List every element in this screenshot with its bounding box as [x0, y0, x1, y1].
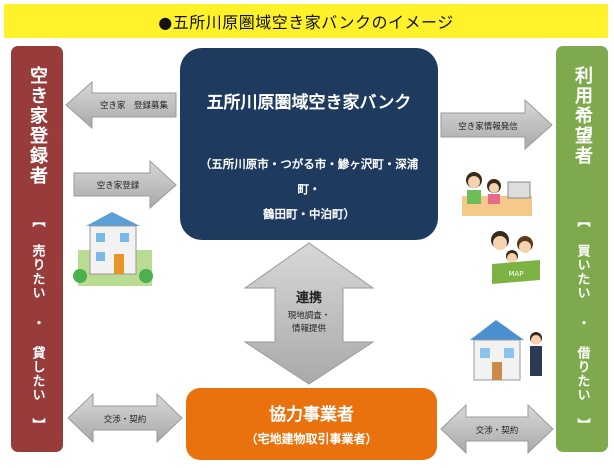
family-map-icon: MAP: [491, 231, 540, 284]
info-arrow-label: 空き家情報発信: [458, 121, 518, 132]
link-sub1: 現地調査・: [288, 310, 331, 321]
bank-box: 五所川原圏域空き家バンク （五所川原市・つがる市・鰺ヶ沢町・深浦町・ 鶴田町・中…: [180, 48, 438, 240]
info-arrow: [440, 98, 553, 151]
negotiation-right-label: 交渉・契約: [476, 425, 519, 436]
family-computer-icon: [462, 172, 532, 216]
svg-text:MAP: MAP: [508, 270, 523, 278]
recruit-arrow: [65, 80, 177, 130]
negotiation-left-arrow: [67, 392, 183, 444]
buyer-title: 利用希望者: [572, 66, 593, 166]
register-arrow: [73, 159, 177, 210]
partner-subtitle: （宅地建物取引事業者）: [245, 432, 378, 446]
buyer-box: 利用希望者 【 買いたい ・ 借りたい 】: [556, 46, 608, 452]
seller-box: 空き家登録者 【 売りたい ・ 貸したい 】: [11, 46, 63, 452]
bank-areas: （五所川原市・つがる市・鰺ヶ沢町・深浦町・ 鶴田町・中泊町）: [190, 152, 428, 227]
seller-title: 空き家登録者: [27, 66, 48, 186]
link-arrow: [243, 242, 375, 385]
link-title: 連携: [296, 290, 322, 306]
bank-title: 五所川原圏域空き家バンク: [206, 93, 412, 113]
house-icon: [73, 212, 153, 286]
negotiation-right-arrow: [440, 403, 554, 455]
link-sub2: 情報提供: [292, 323, 327, 334]
partner-title: 協力事業者: [269, 405, 354, 425]
seller-subtitle: 【 売りたい ・ 貸したい 】: [29, 214, 45, 432]
register-arrow-label: 空き家登録: [97, 180, 140, 191]
page-title: ●五所川原圏域空き家バンクのイメージ: [4, 4, 608, 38]
buyer-subtitle: 【 買いたい ・ 借りたい 】: [574, 214, 590, 432]
partner-box: 協力事業者 （宅地建物取引事業者）: [186, 388, 437, 460]
negotiation-left-label: 交渉・契約: [104, 414, 147, 425]
house-agent-icon: [470, 320, 542, 381]
recruit-arrow-label: 空き家 登録募集: [100, 100, 169, 111]
bank-areas-line2: 鶴田町・中泊町）: [263, 207, 355, 221]
bank-areas-line1: （五所川原市・つがる市・鰺ヶ沢町・深浦町・: [199, 157, 419, 196]
